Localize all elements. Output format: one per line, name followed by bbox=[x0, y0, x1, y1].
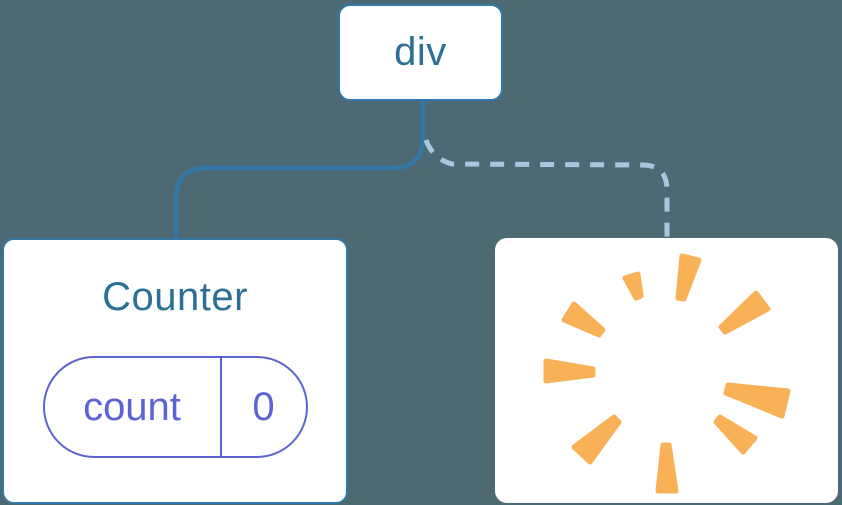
counter-title: Counter bbox=[102, 275, 248, 319]
connector-div-to-counter bbox=[173, 101, 426, 240]
node-div-label: div bbox=[394, 30, 447, 74]
node-div: div bbox=[338, 4, 503, 101]
node-counter: Counter count 0 bbox=[2, 238, 348, 504]
state-pill: count 0 bbox=[42, 356, 308, 458]
state-value: 0 bbox=[252, 384, 275, 429]
connector-div-to-removed bbox=[423, 139, 670, 238]
node-removed bbox=[495, 238, 838, 503]
state-name: count bbox=[45, 358, 222, 456]
